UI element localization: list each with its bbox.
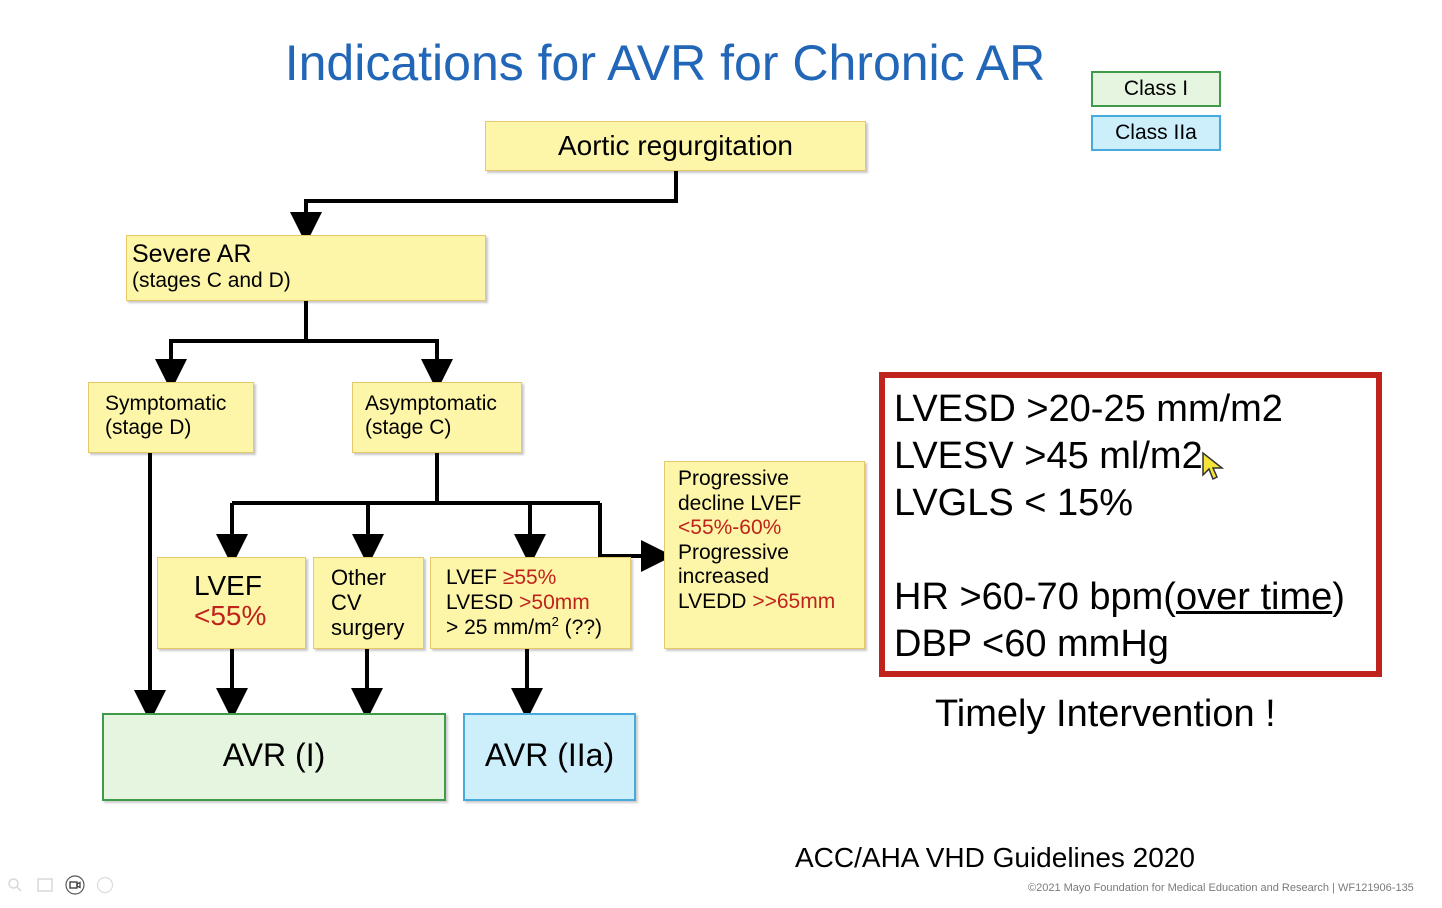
node-progressive-l2: decline LVEF [678,491,802,515]
criteria-hr-b: ) [1332,576,1345,618]
node-avr-class-i: AVR (I) [102,713,446,801]
node-lvesd-line3: > 25 mm/m2 (??) [446,615,630,640]
node-symptomatic-line1: Symptomatic [105,392,227,415]
legend-class-i: Class I [1091,71,1221,107]
more-icon[interactable] [94,875,116,895]
node-lvesd-line1: LVEF ≥55% [446,565,630,590]
node-progressive: Progressive decline LVEF <55%-60% Progre… [664,461,865,649]
node-lvesd-l2-label: LVESD [446,591,520,614]
image-icon[interactable] [34,875,56,895]
criteria-hr: HR >60-70 bpm(over time) [894,574,1376,621]
node-lvesd-l1-label: LVEF [446,566,503,589]
node-lvef-low-line2: <55% [194,600,267,631]
node-lvesd-l3-b: (??) [558,616,603,639]
connector-severe-to-symptomatic [155,339,306,391]
criteria-hr-a: HR >60-70 bpm( [894,576,1176,618]
node-progressive-l5: increased [678,565,770,589]
node-asymptomatic: Asymptomatic (stage C) [352,382,522,453]
node-lvesd-line2: LVESD >50mm [446,590,630,615]
node-severe-ar: Severe AR (stages C and D) [126,235,486,301]
node-lvesd-l2-value: >50mm [519,591,590,614]
connector-severe-to-asymptomatic [306,339,453,391]
node-severe-ar-line2: (stages C and D) [132,269,291,292]
criteria-box: LVESD >20-25 mm/m2 LVESV >45 ml/m2 LVGLS… [879,372,1382,677]
node-symptomatic-line2: (stage D) [105,416,192,439]
node-other-cv-line1: Other [331,565,387,590]
criteria-lvesd: LVESD >20-25 mm/m2 [894,388,1283,430]
slide-title: Indications for AVR for Chronic AR [284,35,1046,91]
connector-to-progressive [598,503,673,572]
copyright-text: ©2021 Mayo Foundation for Medical Educat… [1028,882,1414,894]
node-aortic-regurgitation: Aortic regurgitation [485,121,866,171]
criteria-lvesv: LVESV >45 ml/m2 [894,435,1203,477]
node-progressive-l6-label: LVEDD [678,589,753,613]
node-avr-class-iia: AVR (IIa) [463,713,636,801]
node-progressive-l3: <55%-60% [678,516,782,540]
node-asymptomatic-line2: (stage C) [365,416,452,439]
source-citation: ACC/AHA VHD Guidelines 2020 [795,842,1195,873]
node-progressive-l6-value: >>65mm [752,589,836,613]
node-other-cv-line2: CV [331,590,362,615]
node-other-cv-surgery: Other CV surgery [313,557,424,649]
node-other-cv-line3: surgery [331,615,405,640]
node-asymptomatic-line1: Asymptomatic [365,392,497,415]
node-progressive-l6: LVEDD >>65mm [678,590,864,615]
viewer-toolbar [4,874,116,896]
legend-class-iia: Class IIa [1091,115,1221,151]
mouse-pointer-icon [1202,451,1225,481]
node-lvef-low-line1: LVEF [194,570,262,601]
video-camera-icon[interactable] [64,875,86,895]
node-progressive-l4: Progressive [678,540,789,564]
node-lvesd-l3-a: > 25 mm/m [446,616,552,639]
node-symptomatic: Symptomatic (stage D) [88,382,254,453]
timely-intervention-text: Timely Intervention ! [935,693,1276,735]
node-lvesd: LVEF ≥55% LVESD >50mm > 25 mm/m2 (??) [430,557,631,649]
criteria-dbp: DBP <60 mmHg [894,623,1169,665]
node-lvesd-l3-sup: 2 [551,614,559,629]
node-severe-ar-line1: Severe AR [132,240,252,268]
node-progressive-l1: Progressive [678,467,789,490]
search-icon[interactable] [4,875,26,895]
criteria-lvgls: LVGLS < 15% [894,482,1134,524]
node-lvesd-l1-value: ≥55% [502,566,557,589]
node-lvef-low: LVEF <55% [157,557,306,649]
connector-ar-to-severe [290,171,678,244]
criteria-spacer [894,527,1376,574]
criteria-hr-underlined: over time [1175,576,1333,618]
